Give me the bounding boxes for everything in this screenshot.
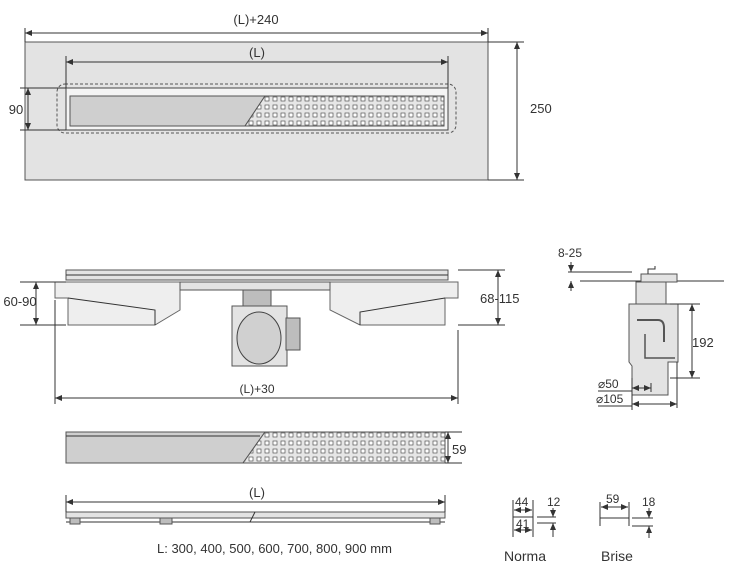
plate-depth-label: 250 [530, 101, 552, 116]
left-flange [54, 281, 181, 326]
left-height-label: 60-90 [3, 294, 36, 309]
grate-solid-part [65, 431, 266, 464]
height-range-label: 8-25 [558, 246, 582, 260]
grate-perforated-part [242, 431, 446, 464]
grate-solid-section [69, 95, 266, 127]
profile-brise: 59 18 Brise [599, 492, 656, 564]
brise-top-width: 59 [606, 492, 620, 506]
right-height-label: 68-115 [480, 291, 520, 306]
norma-label: Norma [504, 548, 546, 564]
channel-profile [65, 511, 446, 519]
body-diameter-label: ⌀105 [596, 392, 624, 406]
overall-length-label: (L)+30 [239, 382, 274, 396]
grate-height-label: 59 [452, 442, 466, 457]
outlet-diameter-label: ⌀50 [598, 377, 619, 391]
norma-bottom-width: 41 [516, 517, 530, 531]
outlet-neck [242, 289, 272, 307]
brise-label: Brise [601, 548, 633, 564]
available-lengths-note: L: 300, 400, 500, 600, 700, 800, 900 mm [157, 541, 392, 556]
grate-view: 59 [65, 431, 466, 464]
grate-perforated-section [244, 95, 445, 127]
norma-height: 12 [547, 495, 561, 509]
bottom-view: (L) L: 300, 400, 500, 600, 700, 800, 900… [65, 485, 446, 556]
profile-norma: 44 41 12 Norma [504, 495, 561, 564]
plate-width-label: (L)+240 [233, 12, 278, 27]
brise-height: 18 [642, 495, 656, 509]
trap-body [628, 303, 679, 396]
bottom-length-label: (L) [249, 485, 265, 500]
channel-outline [56, 83, 457, 134]
right-flange [329, 281, 459, 326]
norma-top-width: 44 [515, 495, 529, 509]
channel-width-label: 90 [9, 102, 23, 117]
channel-length-label: (L) [249, 45, 265, 60]
top-view: (L)+240 (L) 90 250 [9, 12, 552, 181]
side-view: 60-90 68-115 (L)+30 [3, 269, 520, 404]
trap-depth-label: 192 [692, 335, 714, 350]
trap-section-view: 8-25 192 ⌀50 ⌀105 [558, 246, 724, 410]
